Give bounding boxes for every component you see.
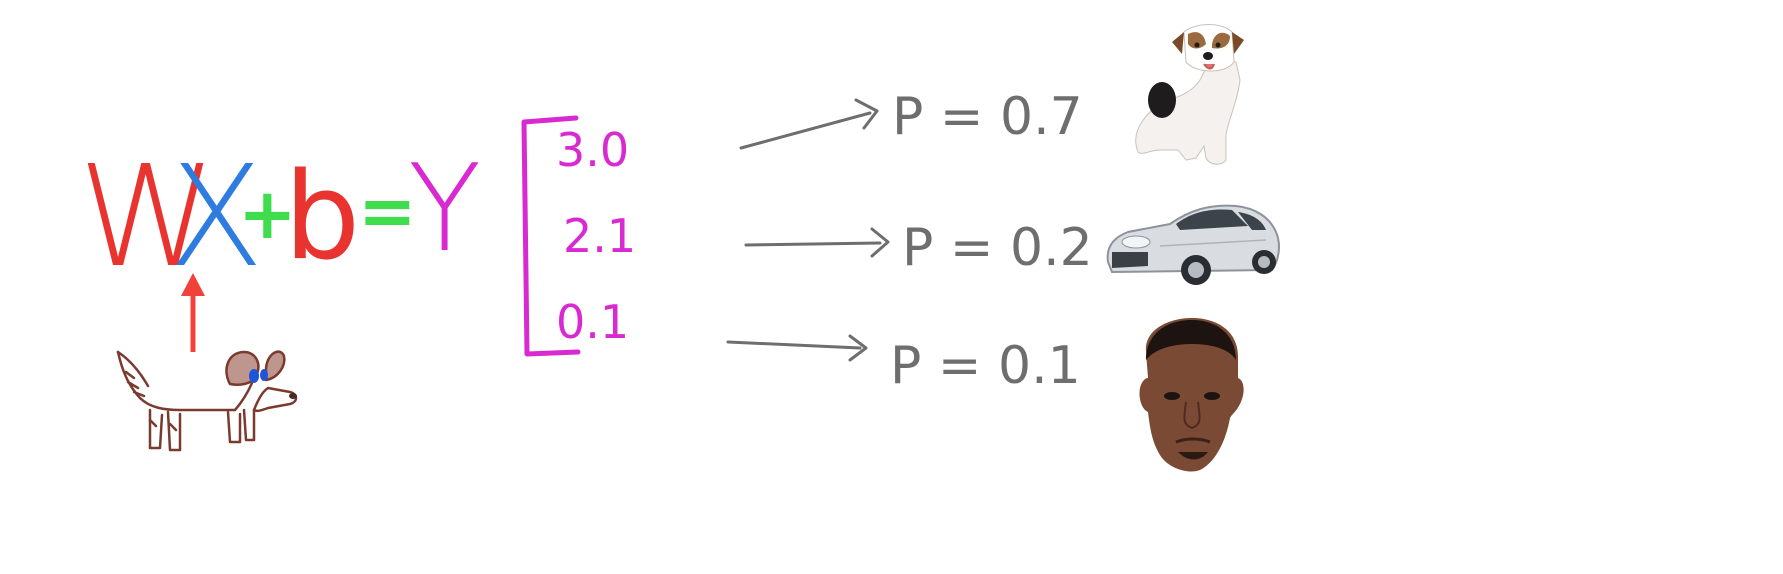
arrow-to-prob-3 (726, 334, 868, 362)
dog-photo (1135, 24, 1244, 165)
dog-drawing (116, 350, 298, 452)
input-arrow (181, 273, 205, 352)
plus-sign: + (238, 173, 297, 255)
arrow-to-prob-2 (744, 227, 890, 258)
weight-symbol-W: W (78, 136, 216, 299)
probability-label: P = 0.7 (892, 87, 1083, 147)
score-value: 3.0 (556, 123, 629, 177)
scores-bracket (521, 115, 581, 357)
car-photo (1106, 204, 1280, 285)
probability-arrows (726, 98, 890, 362)
probabilities: P = 0.7 P = 0.2 P = 0.1 (890, 87, 1093, 396)
face-photo (1139, 318, 1244, 472)
probability-label: P = 0.1 (890, 336, 1081, 396)
probability-label: P = 0.2 (902, 218, 1093, 278)
arrow-to-prob-1 (739, 98, 879, 150)
bias-symbol-b: b (284, 148, 360, 287)
equation: W X + b = Y (78, 136, 481, 299)
scores-vector: 3.0 2.1 0.1 (556, 123, 636, 349)
output-symbol-Y: Y (408, 140, 481, 279)
score-value: 2.1 (563, 209, 636, 263)
score-value: 0.1 (556, 295, 629, 349)
input-symbol-X: X (168, 136, 264, 299)
equals-sign: = (358, 170, 417, 252)
